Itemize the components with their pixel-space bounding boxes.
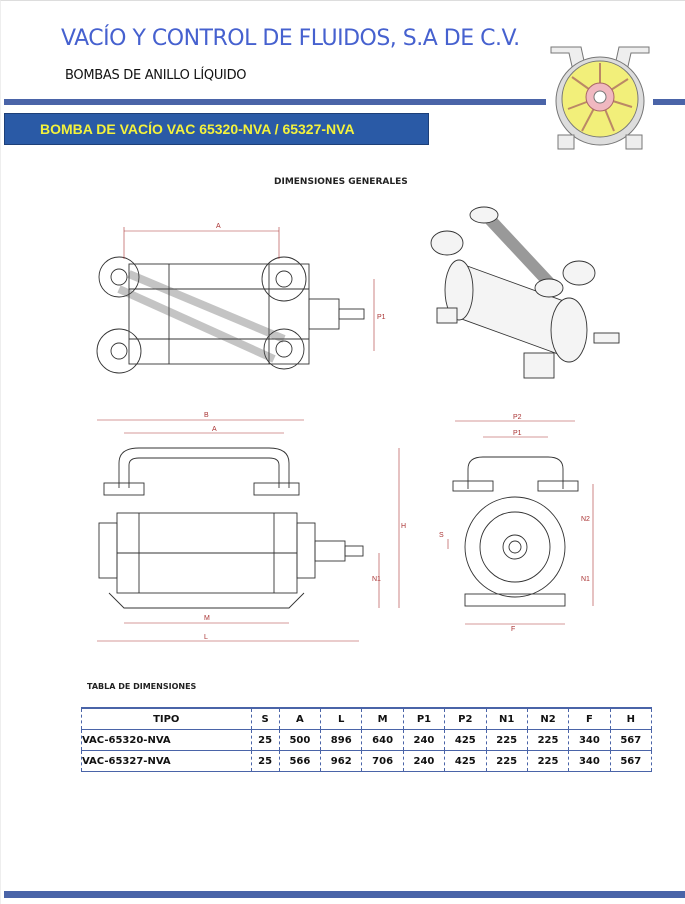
col-header-h: H bbox=[609, 708, 653, 730]
cell: 567 bbox=[609, 750, 653, 772]
model-title: BOMBA DE VACÍO VAC 65320-NVA / 65327-NVA bbox=[40, 121, 355, 137]
dim-label-l: L bbox=[204, 634, 208, 641]
cell: 706 bbox=[361, 750, 404, 772]
cell: 896 bbox=[320, 729, 363, 751]
dim-label-n1: N1 bbox=[372, 576, 381, 583]
col-header-m: M bbox=[361, 708, 404, 730]
col-header-l: L bbox=[320, 708, 363, 730]
cell: 962 bbox=[320, 750, 363, 772]
cell: 425 bbox=[444, 750, 487, 772]
cell: 500 bbox=[278, 729, 322, 751]
dim-label-a-front: A bbox=[212, 426, 217, 433]
col-header-f: F bbox=[568, 708, 611, 730]
cell: 225 bbox=[526, 729, 570, 751]
dim-label-p1: P1 bbox=[377, 314, 386, 321]
header-divider bbox=[4, 99, 546, 105]
col-header-a: A bbox=[278, 708, 322, 730]
dim-label-n1-side: N1 bbox=[581, 576, 590, 583]
dim-label-h: H bbox=[401, 523, 406, 530]
cell: 425 bbox=[444, 729, 487, 751]
cell: 25 bbox=[250, 750, 280, 772]
table-header-row: TIPO S A L M P1 P2 N1 N2 F H bbox=[81, 708, 653, 730]
cell: 225 bbox=[485, 750, 528, 772]
table-title: TABLA DE DIMENSIONES bbox=[87, 682, 197, 691]
col-header-s: S bbox=[250, 708, 280, 730]
cell: 225 bbox=[526, 750, 570, 772]
col-header-n2: N2 bbox=[526, 708, 570, 730]
cell: 340 bbox=[568, 729, 611, 751]
company-logo bbox=[550, 46, 650, 150]
col-header-p1: P1 bbox=[402, 708, 446, 730]
side-view-drawing: P2 P1 N2 N1 F S bbox=[439, 414, 594, 633]
cell: VAC-65327-NVA bbox=[81, 750, 252, 772]
col-header-n1: N1 bbox=[485, 708, 528, 730]
dim-label-b: B bbox=[204, 412, 209, 419]
cell: 640 bbox=[361, 729, 404, 751]
dim-label-n2: N2 bbox=[581, 516, 590, 523]
col-header-p2: P2 bbox=[444, 708, 487, 730]
dimensions-table: TIPO S A L M P1 P2 N1 N2 F H VAC-65320-N… bbox=[81, 707, 653, 772]
cell: 240 bbox=[402, 729, 446, 751]
cell: 225 bbox=[485, 729, 528, 751]
top-view-drawing: A P1 bbox=[96, 223, 386, 374]
cell: VAC-65320-NVA bbox=[81, 729, 252, 751]
company-name: VACÍO Y CONTROL DE FLUIDOS, S.A DE C.V. bbox=[61, 26, 520, 51]
product-line: BOMBAS DE ANILLO LÍQUIDO bbox=[65, 68, 247, 83]
dim-label-m: M bbox=[204, 615, 210, 622]
dim-label-p1-side: P1 bbox=[513, 430, 522, 437]
col-header-tipo: TIPO bbox=[81, 708, 252, 730]
front-view-drawing: B A H N1 M L bbox=[97, 412, 406, 642]
dim-label-p2: P2 bbox=[513, 414, 522, 421]
cell: 240 bbox=[402, 750, 446, 772]
cell: 566 bbox=[278, 750, 322, 772]
model-banner: BOMBA DE VACÍO VAC 65320-NVA / 65327-NVA bbox=[4, 113, 429, 145]
isometric-view-drawing bbox=[430, 206, 620, 379]
cell: 567 bbox=[609, 729, 653, 751]
cell: 340 bbox=[568, 750, 611, 772]
header-divider-right bbox=[653, 99, 685, 105]
footer-bar bbox=[4, 891, 685, 898]
dim-label-s: S bbox=[439, 532, 444, 539]
dim-label-a: A bbox=[216, 223, 221, 230]
section-title: DIMENSIONES GENERALES bbox=[274, 177, 408, 187]
cell: 25 bbox=[250, 729, 280, 751]
dim-label-f: F bbox=[511, 626, 515, 633]
